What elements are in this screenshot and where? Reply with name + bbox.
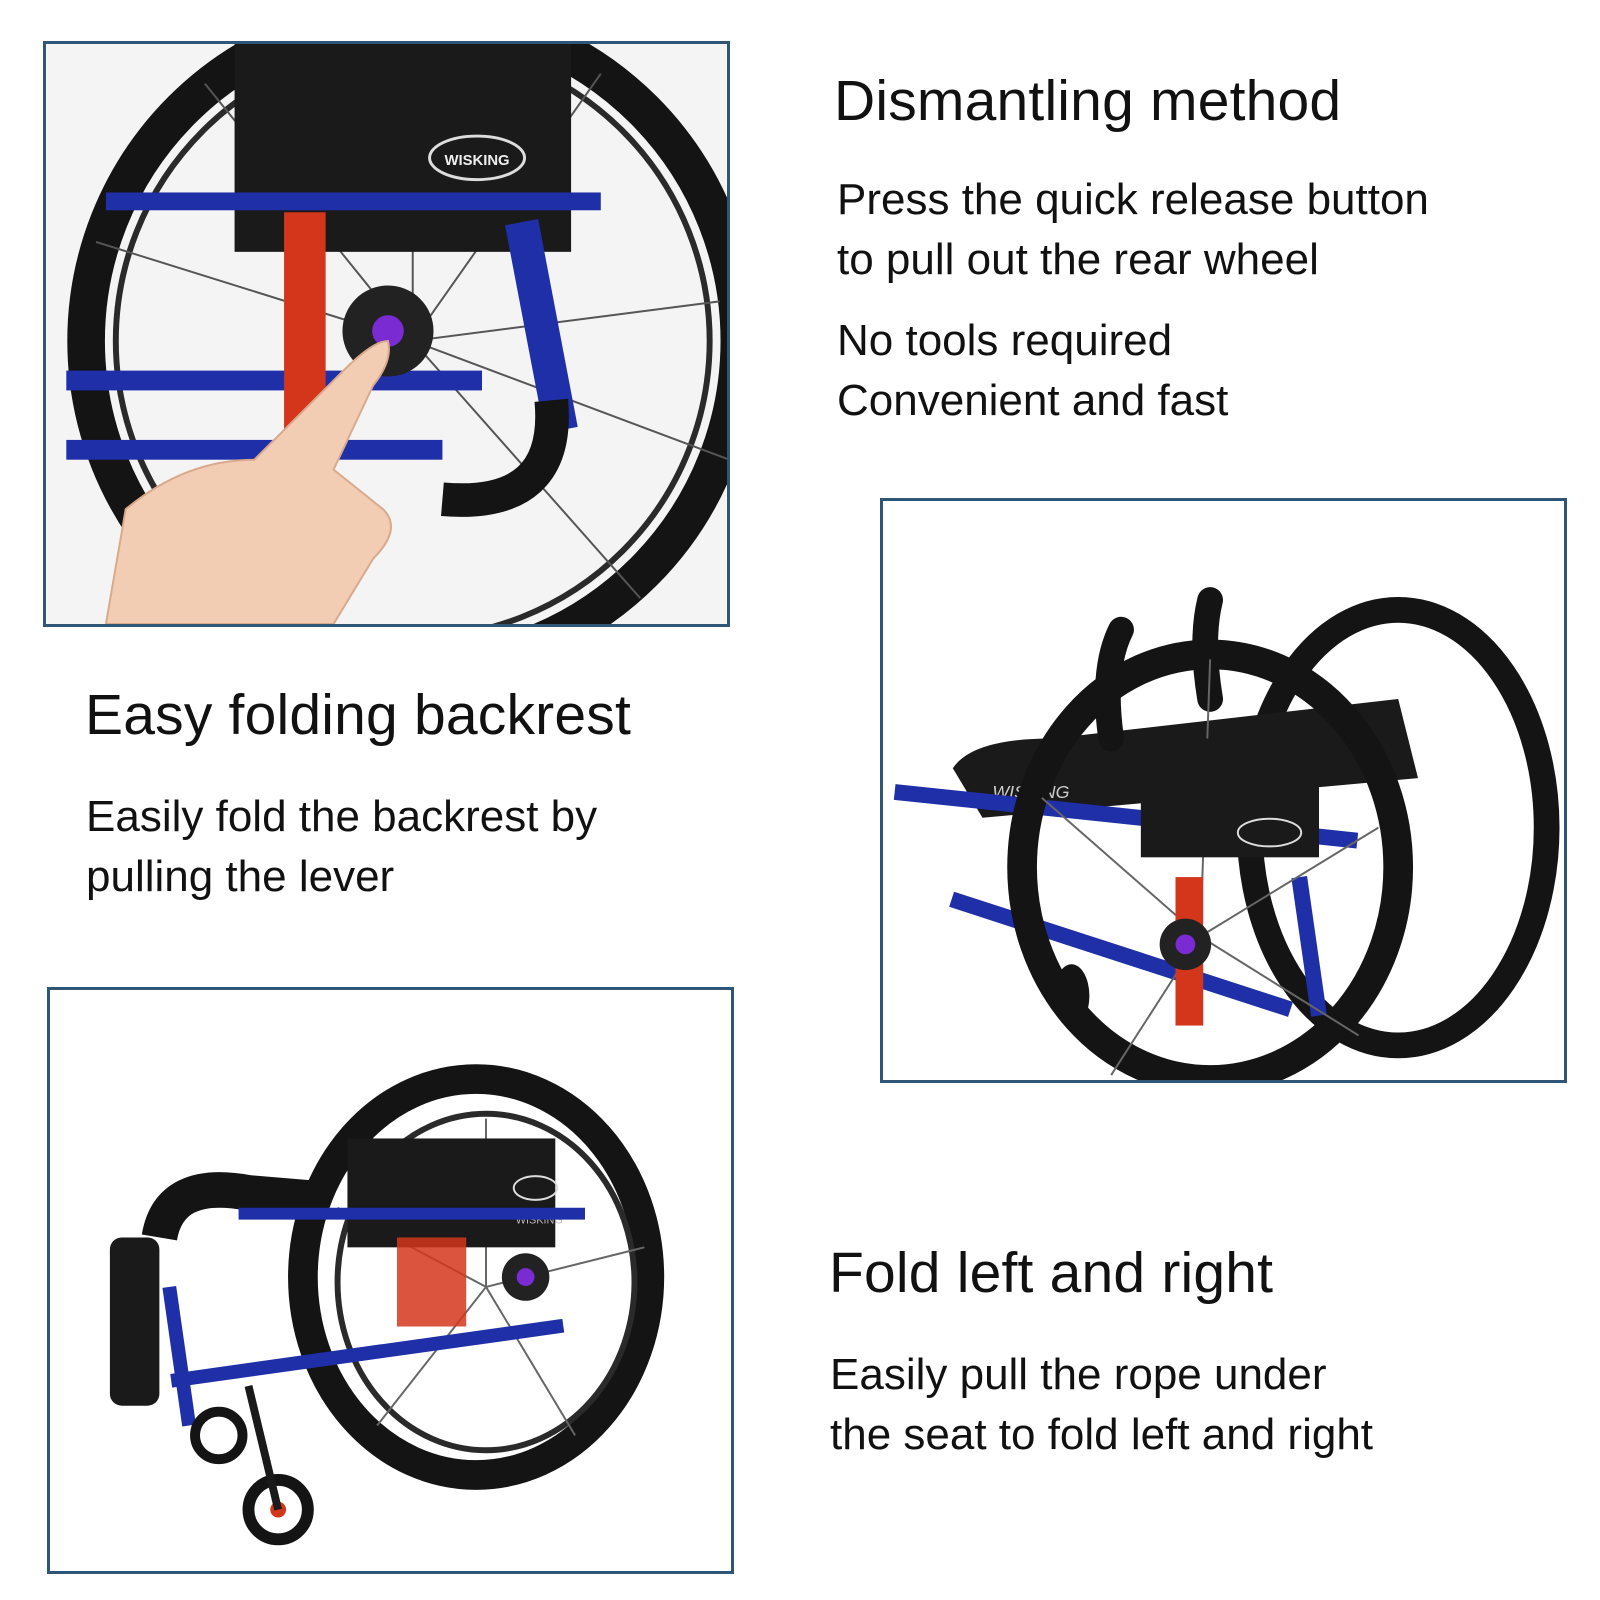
dismantling-description-line-1: Press the quick release button (837, 175, 1429, 224)
fold-description-line-2: the seat to fold left and right (830, 1410, 1374, 1459)
dismantling-description: Press the quick release button to pull o… (837, 170, 1429, 290)
wheelchair-folded-backrest-illustration: WISKING (883, 501, 1564, 1080)
dismantling-benefit-line-2: Convenient and fast (837, 376, 1229, 425)
fold-description: Easily pull the rope under the seat to f… (830, 1345, 1373, 1465)
dismantling-title: Dismantling method (834, 69, 1342, 133)
dismantling-benefits: No tools required Convenient and fast (837, 311, 1228, 431)
quick-release-photo: WISKING (43, 41, 730, 627)
fold-title: Fold left and right (829, 1241, 1274, 1305)
dismantling-benefit-line-1: No tools required (837, 316, 1173, 365)
folded-backrest-photo: WISKING (880, 498, 1567, 1083)
folded-side-photo: WISKING (47, 987, 734, 1574)
fold-description-line-1: Easily pull the rope under (830, 1350, 1327, 1399)
dismantling-description-line-2: to pull out the rear wheel (837, 235, 1319, 284)
backrest-description-line-1: Easily fold the backrest by (86, 792, 598, 841)
wheelchair-quick-release-illustration: WISKING (46, 44, 727, 624)
backrest-description: Easily fold the backrest by pulling the … (86, 787, 597, 907)
wheelchair-folded-side-illustration: WISKING (50, 990, 731, 1571)
backrest-description-line-2: pulling the lever (86, 852, 395, 901)
backrest-title: Easy folding backrest (85, 683, 631, 747)
brand-logo: WISKING (445, 153, 510, 169)
